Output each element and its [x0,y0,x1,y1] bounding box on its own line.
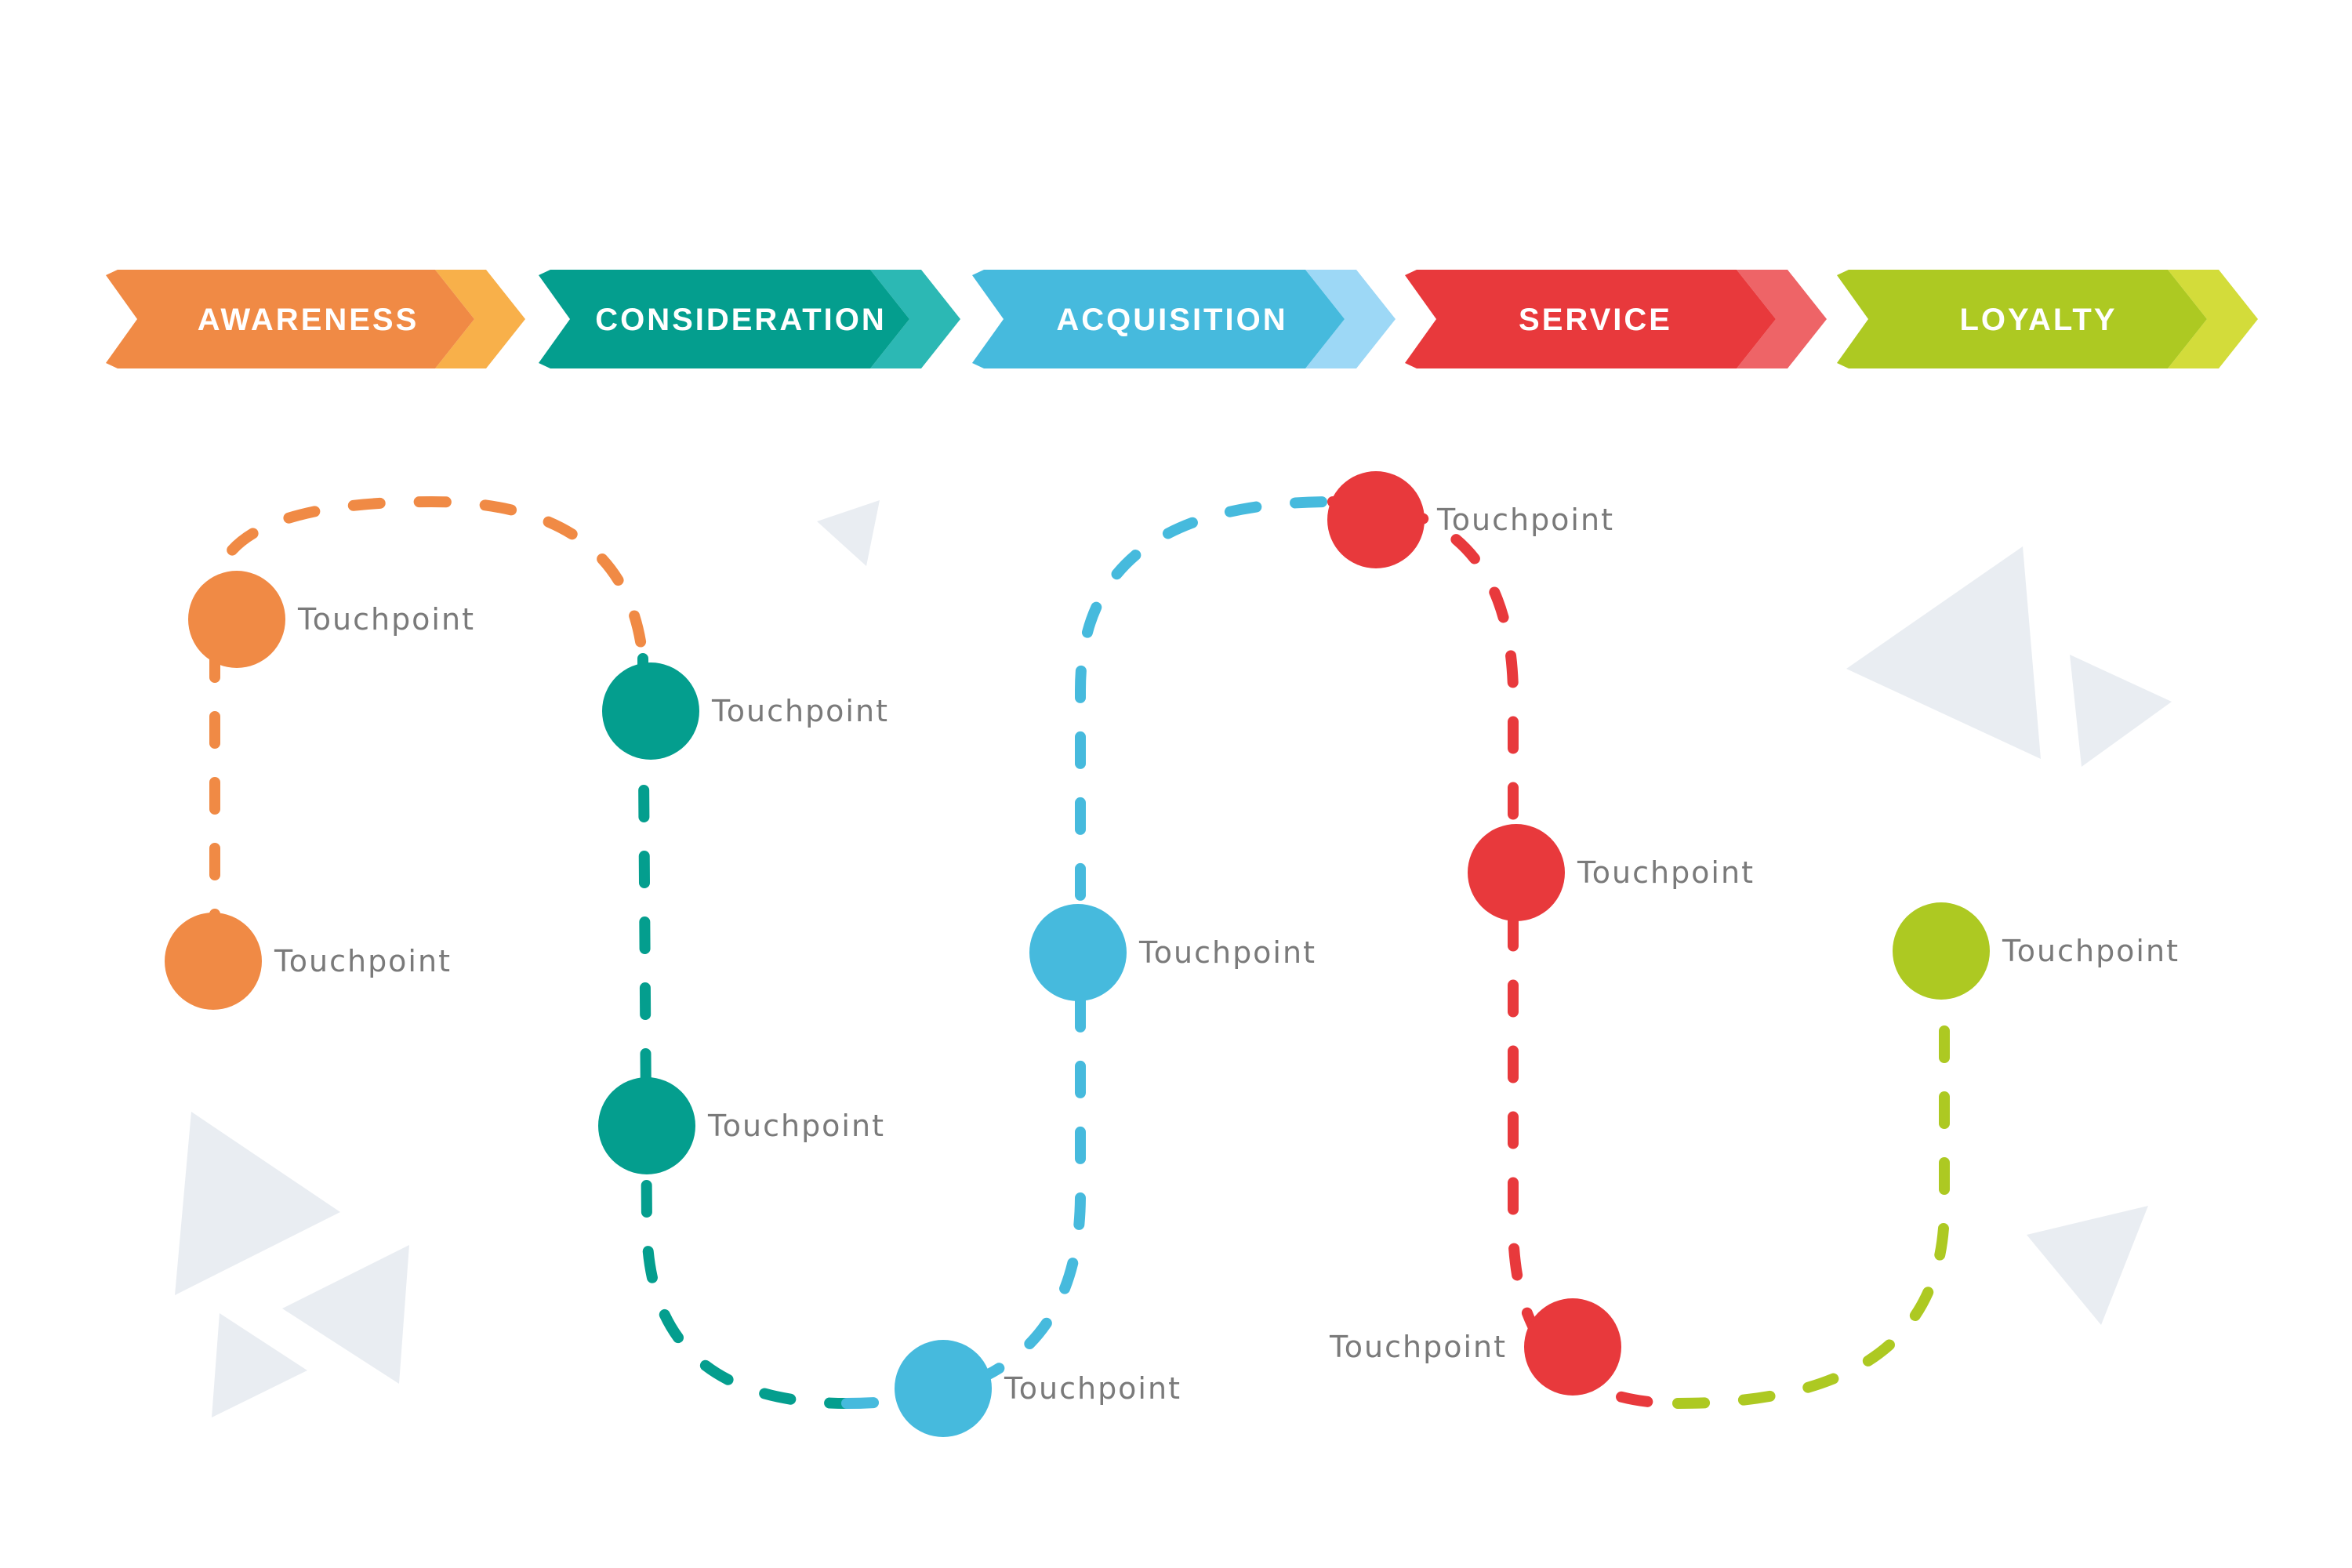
touchpoint-node[interactable]: Touchpoint [1029,904,1316,1001]
decor-triangle [212,1313,307,1417]
touchpoint-label: Touchpoint [297,602,475,637]
touchpoint-node[interactable]: Touchpoint [1329,1298,1621,1396]
touchpoint-node[interactable]: Touchpoint [165,913,452,1010]
decor-triangle [2027,1206,2148,1325]
touchpoints: Touchpoint Touchpoint Touchpoint Touchpo… [165,471,2180,1437]
stage-consideration-tip [870,270,960,368]
touchpoint-marker [598,1077,695,1174]
background-decorations [175,500,2172,1417]
stage-loyalty-tip [2168,270,2258,368]
stage-service[interactable]: SERVICE [1405,270,1827,368]
stage-loyalty[interactable]: LOYALTY [1837,270,2258,368]
touchpoint-node[interactable]: Touchpoint [598,1077,885,1174]
decor-triangle [1846,546,2041,759]
decor-triangle [282,1245,409,1384]
touchpoint-label: Touchpoint [274,944,452,978]
stage-loyalty-body [1837,270,2207,368]
path-segment-service [1327,496,1683,1409]
touchpoint-node[interactable]: Touchpoint [1468,824,1755,921]
touchpoint-marker [602,662,699,760]
path-segment-loyalty [1672,998,1950,1409]
touchpoint-marker [1893,902,1990,1000]
stage-acquisition-label: ACQUISITION [1056,303,1287,337]
stage-acquisition[interactable]: ACQUISITION [972,270,1396,368]
touchpoint-node[interactable]: Touchpoint [895,1340,1181,1437]
touchpoint-label: Touchpoint [1577,855,1755,890]
stage-consideration[interactable]: CONSIDERATION [539,270,960,368]
touchpoint-label: Touchpoint [1436,503,1614,537]
decor-triangle [175,1112,340,1295]
stage-service-label: SERVICE [1519,303,1672,337]
touchpoint-node[interactable]: Touchpoint [1327,471,1614,568]
stage-consideration-body [539,270,909,368]
touchpoint-label: Touchpoint [2002,934,2180,968]
touchpoint-node[interactable]: Touchpoint [602,662,889,760]
touchpoint-label: Touchpoint [707,1109,885,1143]
stage-awareness-body [106,270,474,368]
stage-awareness-tip [435,270,525,368]
touchpoint-label: Touchpoint [1004,1371,1181,1406]
decor-triangle [2070,655,2172,767]
touchpoint-label: Touchpoint [711,694,889,728]
touchpoint-marker [1327,471,1425,568]
touchpoint-node[interactable]: Touchpoint [188,571,475,668]
touchpoint-marker [165,913,262,1010]
stage-acquisition-body [972,270,1345,368]
path-segment-awareness [209,495,648,946]
touchpoint-marker [895,1340,992,1437]
stage-service-body [1405,270,1776,368]
touchpoint-label: Touchpoint [1138,935,1316,970]
stage-awareness[interactable]: AWARENESS [106,270,525,368]
stage-loyalty-label: LOYALTY [1959,303,2117,337]
touchpoint-node[interactable]: Touchpoint [1893,902,2180,1000]
stage-awareness-label: AWARENESS [198,303,419,337]
touchpoint-marker [1524,1298,1621,1396]
touchpoint-marker [188,571,285,668]
touchpoint-marker [1468,824,1565,921]
touchpoint-label: Touchpoint [1329,1330,1507,1364]
stage-service-tip [1737,270,1827,368]
stage-acquisition-tip [1305,270,1396,368]
touchpoint-marker [1029,904,1127,1001]
path-segment-consideration [637,653,852,1409]
decor-triangle [817,500,880,566]
stage-consideration-label: CONSIDERATION [595,303,887,337]
stage-banner: AWARENESS CONSIDERATION ACQUISITION SERV… [106,270,2258,368]
